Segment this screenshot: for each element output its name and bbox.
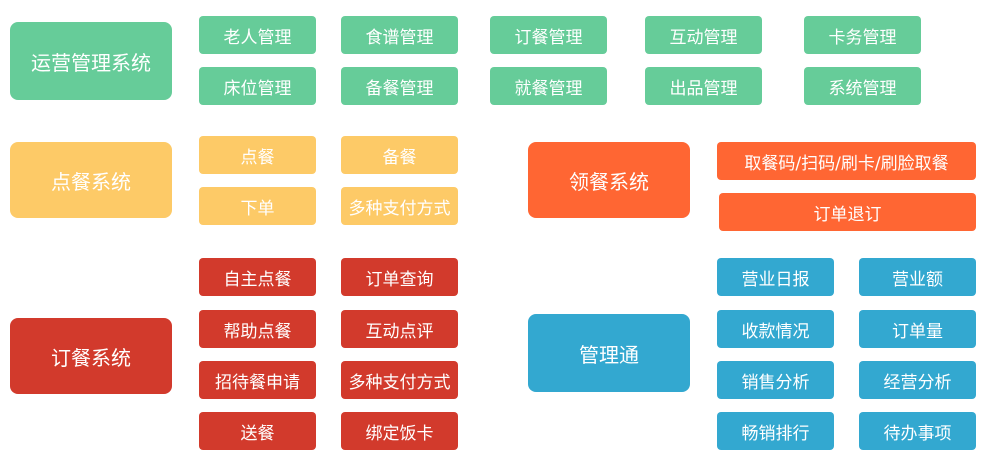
booking-item: 送餐 bbox=[199, 412, 316, 450]
booking-item: 绑定饭卡 bbox=[341, 412, 458, 450]
ops-item: 卡务管理 bbox=[804, 16, 921, 54]
management-item: 收款情况 bbox=[717, 310, 834, 348]
management-item: 营业额 bbox=[859, 258, 976, 296]
ops-item: 就餐管理 bbox=[490, 67, 607, 105]
ops-item: 备餐管理 bbox=[341, 67, 458, 105]
booking-item: 多种支付方式 bbox=[341, 361, 458, 399]
management-item: 营业日报 bbox=[717, 258, 834, 296]
management-box: 管理通 bbox=[528, 314, 690, 392]
pickup-item: 订单退订 bbox=[719, 193, 976, 231]
booking-item: 帮助点餐 bbox=[199, 310, 316, 348]
ops-item: 出品管理 bbox=[645, 67, 762, 105]
management-item: 待办事项 bbox=[859, 412, 976, 450]
ops-item: 老人管理 bbox=[199, 16, 316, 54]
booking-item: 互动点评 bbox=[341, 310, 458, 348]
ops-system-box: 运营管理系统 bbox=[10, 22, 172, 100]
management-item: 畅销排行 bbox=[717, 412, 834, 450]
ops-item: 床位管理 bbox=[199, 67, 316, 105]
ordering-item: 多种支付方式 bbox=[341, 187, 458, 225]
booking-item: 自主点餐 bbox=[199, 258, 316, 296]
management-item: 经营分析 bbox=[859, 361, 976, 399]
booking-item: 订单查询 bbox=[341, 258, 458, 296]
ops-item: 订餐管理 bbox=[490, 16, 607, 54]
ordering-item: 下单 bbox=[199, 187, 316, 225]
management-item: 销售分析 bbox=[717, 361, 834, 399]
pickup-system-box: 领餐系统 bbox=[528, 142, 690, 218]
booking-system-box: 订餐系统 bbox=[10, 318, 172, 394]
ordering-system-box: 点餐系统 bbox=[10, 142, 172, 218]
ops-item: 食谱管理 bbox=[341, 16, 458, 54]
ordering-item: 点餐 bbox=[199, 136, 316, 174]
pickup-item: 取餐码/扫码/刷卡/刷脸取餐 bbox=[717, 142, 976, 180]
ops-item: 系统管理 bbox=[804, 67, 921, 105]
management-item: 订单量 bbox=[859, 310, 976, 348]
booking-item: 招待餐申请 bbox=[199, 361, 316, 399]
ordering-item: 备餐 bbox=[341, 136, 458, 174]
ops-item: 互动管理 bbox=[645, 16, 762, 54]
